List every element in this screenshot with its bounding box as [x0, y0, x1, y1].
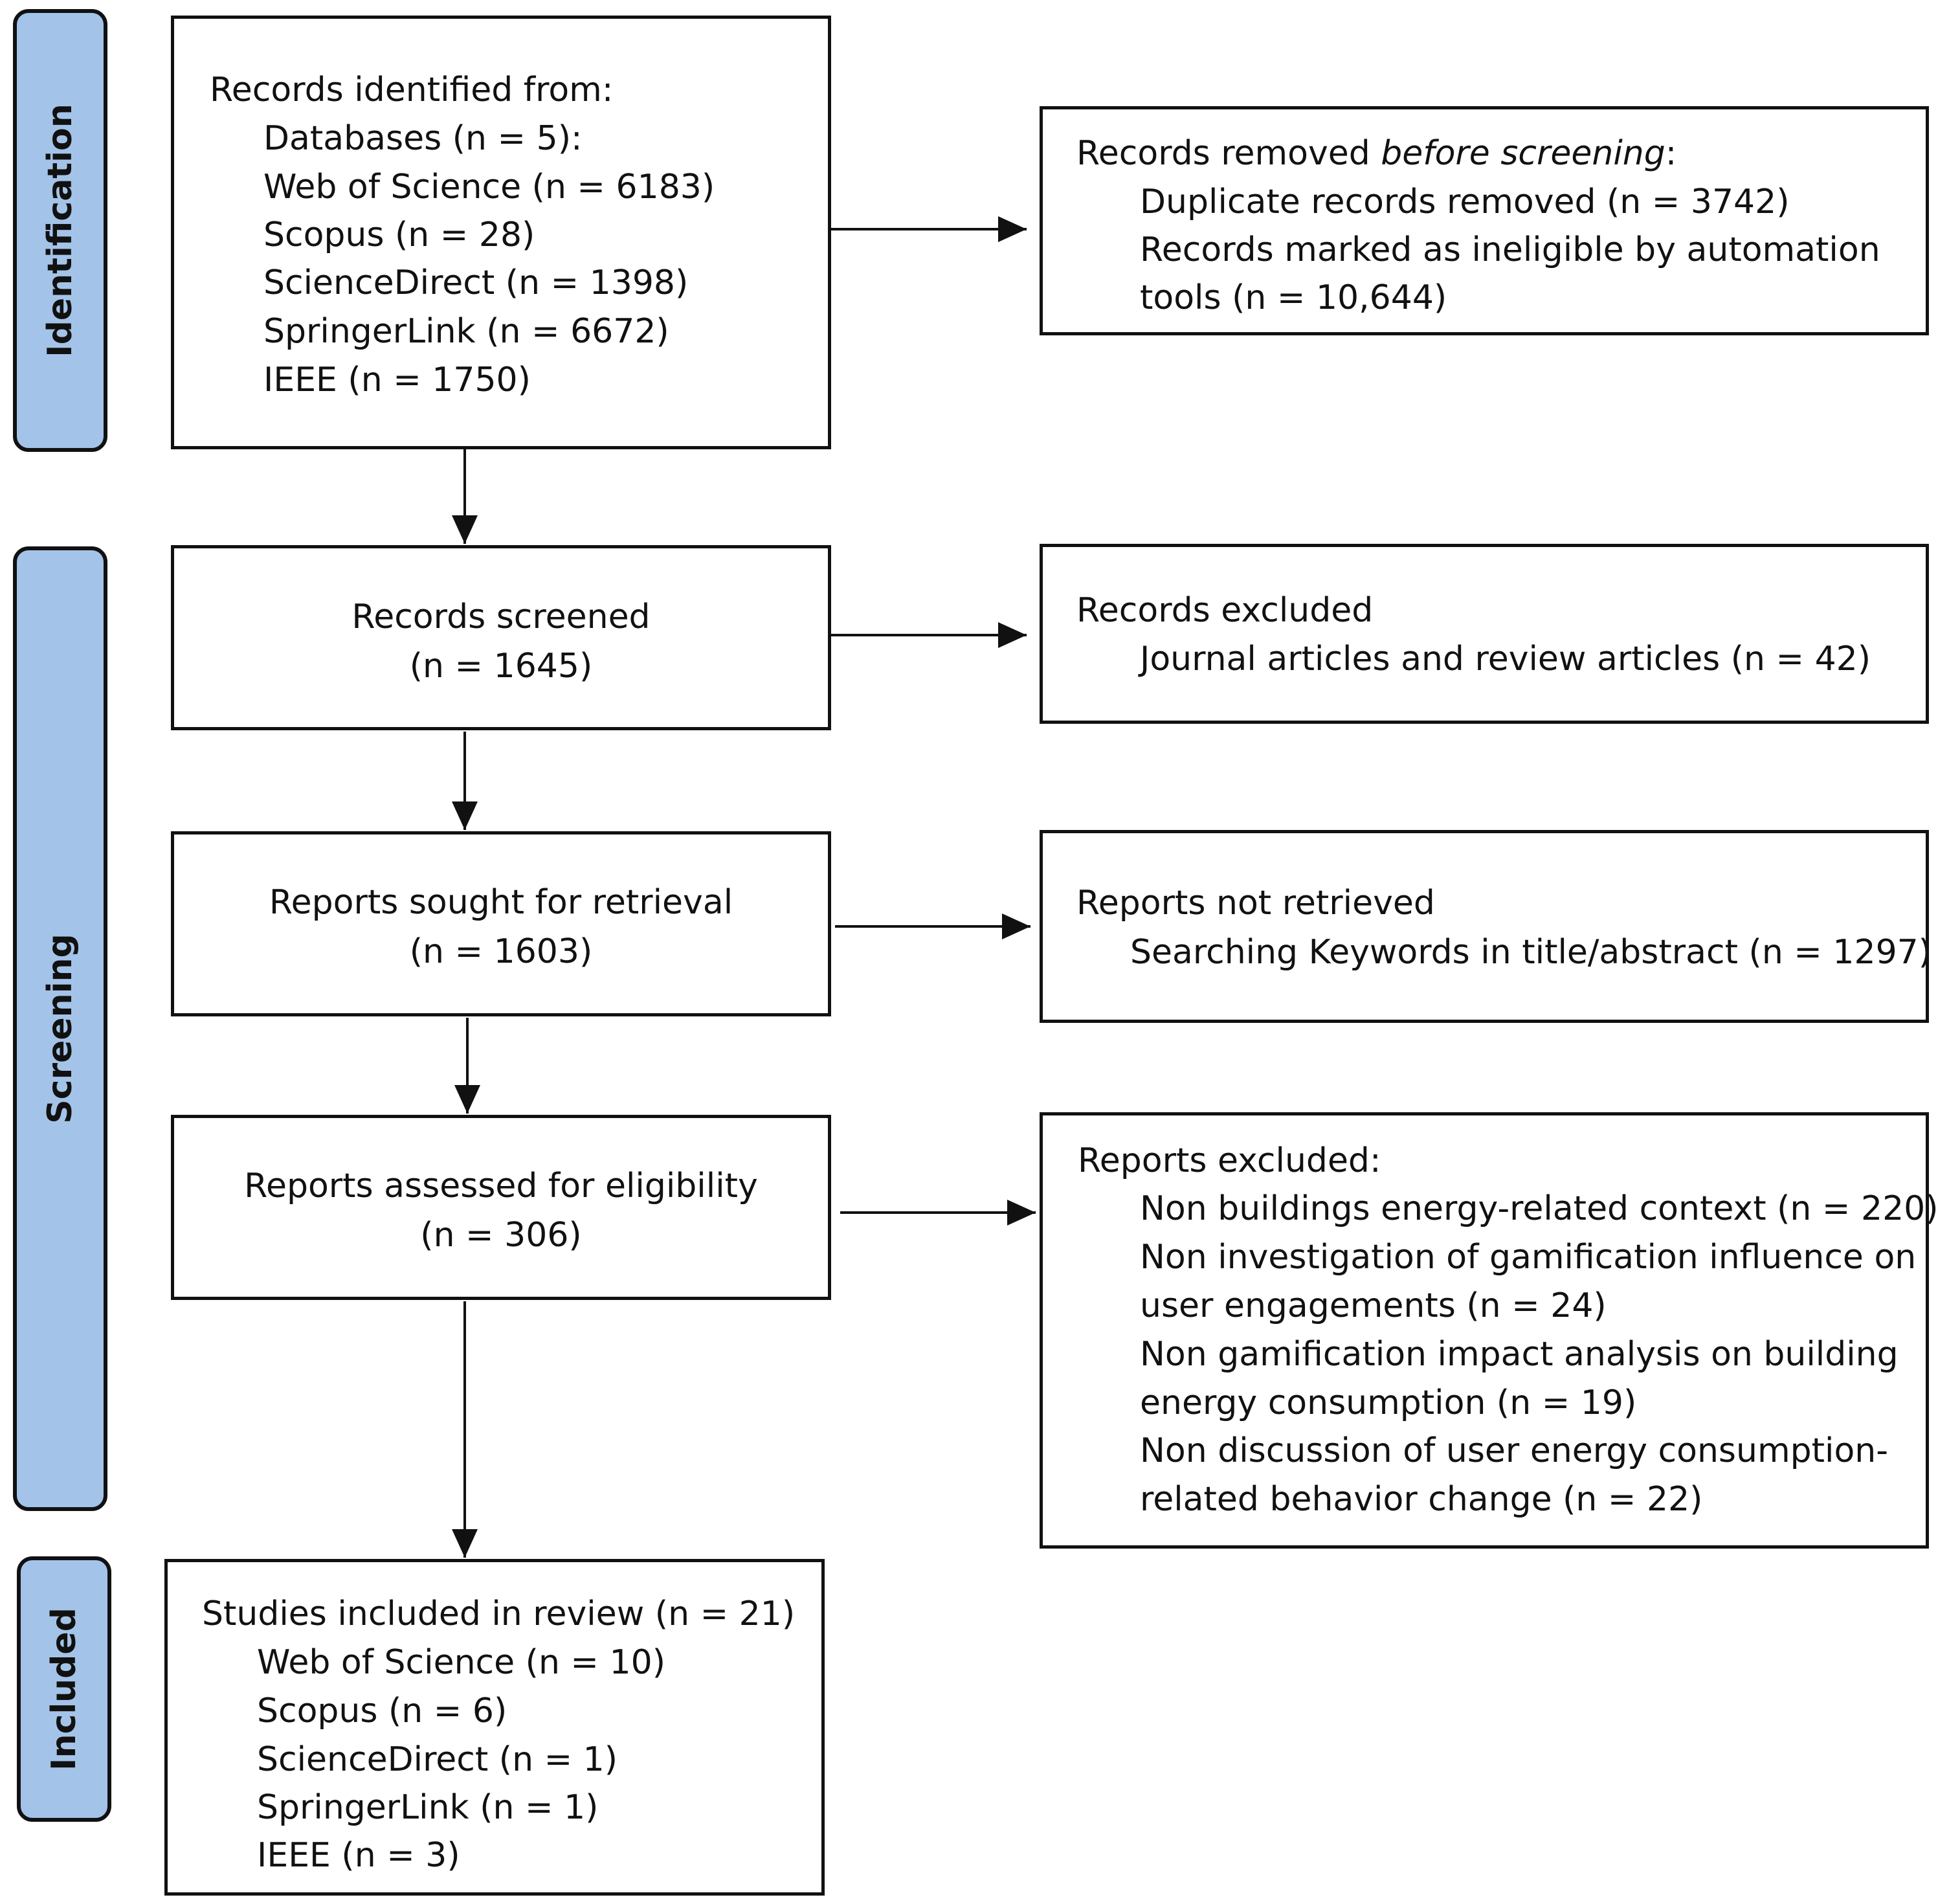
reports-sought-box: Reports sought for retrieval (n = 1603) — [171, 831, 831, 1016]
reports-sought-count: (n = 1603) — [409, 932, 593, 971]
reports-excluded-line: Non buildings energy-related context (n … — [1140, 1189, 1938, 1228]
records-screened-title: Records screened — [351, 598, 651, 636]
reports-not-retrieved-box: Reports not retrieved Searching Keywords… — [1040, 830, 1932, 1023]
reports-excluded-box: Reports excluded: Non buildings energy-r… — [1040, 1112, 1938, 1549]
database-item: ScienceDirect (n = 1398) — [263, 263, 689, 302]
records-removed-header: Records removed before screening: — [1076, 135, 1676, 172]
reports-excluded-title: Reports excluded: — [1078, 1141, 1381, 1180]
reports-not-retrieved-title: Reports not retrieved — [1076, 884, 1435, 923]
reports-assessed-box: Reports assessed for eligibility (n = 30… — [171, 1115, 831, 1300]
databases-label: Databases (n = 5): — [263, 119, 583, 158]
records-removed-line: Records marked as ineligible by automati… — [1140, 230, 1880, 269]
included-item: ScienceDirect (n = 1) — [257, 1740, 618, 1779]
reports-sought-title: Reports sought for retrieval — [269, 883, 733, 922]
records-removed-line: Duplicate records removed (n = 3742) — [1140, 183, 1790, 221]
records-removed-prefix: Records removed — [1076, 134, 1381, 173]
reports-not-retrieved-line: Searching Keywords in title/abstract (n … — [1130, 933, 1932, 972]
phase-screening: Screening — [13, 546, 107, 1511]
included-item: IEEE (n = 3) — [257, 1836, 460, 1875]
records-screened-count: (n = 1645) — [409, 647, 593, 686]
reports-excluded-line: user engagements (n = 24) — [1140, 1286, 1607, 1325]
studies-included-box: Studies included in review (n = 21) Web … — [164, 1559, 825, 1896]
reports-excluded-line: Non discussion of user energy consumptio… — [1140, 1431, 1888, 1470]
database-item: Scopus (n = 28) — [263, 216, 535, 254]
records-identified-box: Records identified from: Databases (n = … — [171, 16, 831, 449]
phase-identification: Identification — [13, 9, 107, 452]
records-excluded-line: Journal articles and review articles (n … — [1140, 640, 1871, 678]
database-item: IEEE (n = 1750) — [263, 361, 531, 399]
reports-excluded-line: Non gamification impact analysis on buil… — [1140, 1335, 1899, 1374]
phase-included: Included — [17, 1556, 111, 1822]
records-removed-emphasis: before screening — [1381, 134, 1665, 173]
records-removed-box: Records removed before screening: Duplic… — [1040, 106, 1929, 335]
reports-excluded-line: energy consumption (n = 19) — [1140, 1383, 1637, 1422]
database-item: SpringerLink (n = 6672) — [263, 312, 669, 351]
included-item: Web of Science (n = 10) — [257, 1643, 665, 1682]
studies-included-header: Studies included in review (n = 21) — [202, 1595, 796, 1633]
records-removed-suffix: : — [1665, 134, 1677, 173]
records-removed-line: tools (n = 10,644) — [1140, 278, 1447, 317]
reports-excluded-line: related behavior change (n = 22) — [1140, 1480, 1703, 1519]
included-item: Scopus (n = 6) — [257, 1692, 507, 1730]
records-screened-box: Records screened (n = 1645) — [171, 545, 831, 730]
records-identified-header: Records identified from: — [210, 71, 614, 109]
reports-assessed-title: Reports assessed for eligibility — [244, 1167, 758, 1205]
reports-excluded-line: Non investigation of gamification influe… — [1140, 1238, 1917, 1277]
records-excluded-box: Records excluded Journal articles and re… — [1040, 544, 1929, 724]
database-item: Web of Science (n = 6183) — [263, 168, 715, 207]
records-excluded-title: Records excluded — [1076, 591, 1374, 630]
reports-assessed-count: (n = 306) — [420, 1216, 582, 1255]
included-item: SpringerLink (n = 1) — [257, 1788, 599, 1827]
